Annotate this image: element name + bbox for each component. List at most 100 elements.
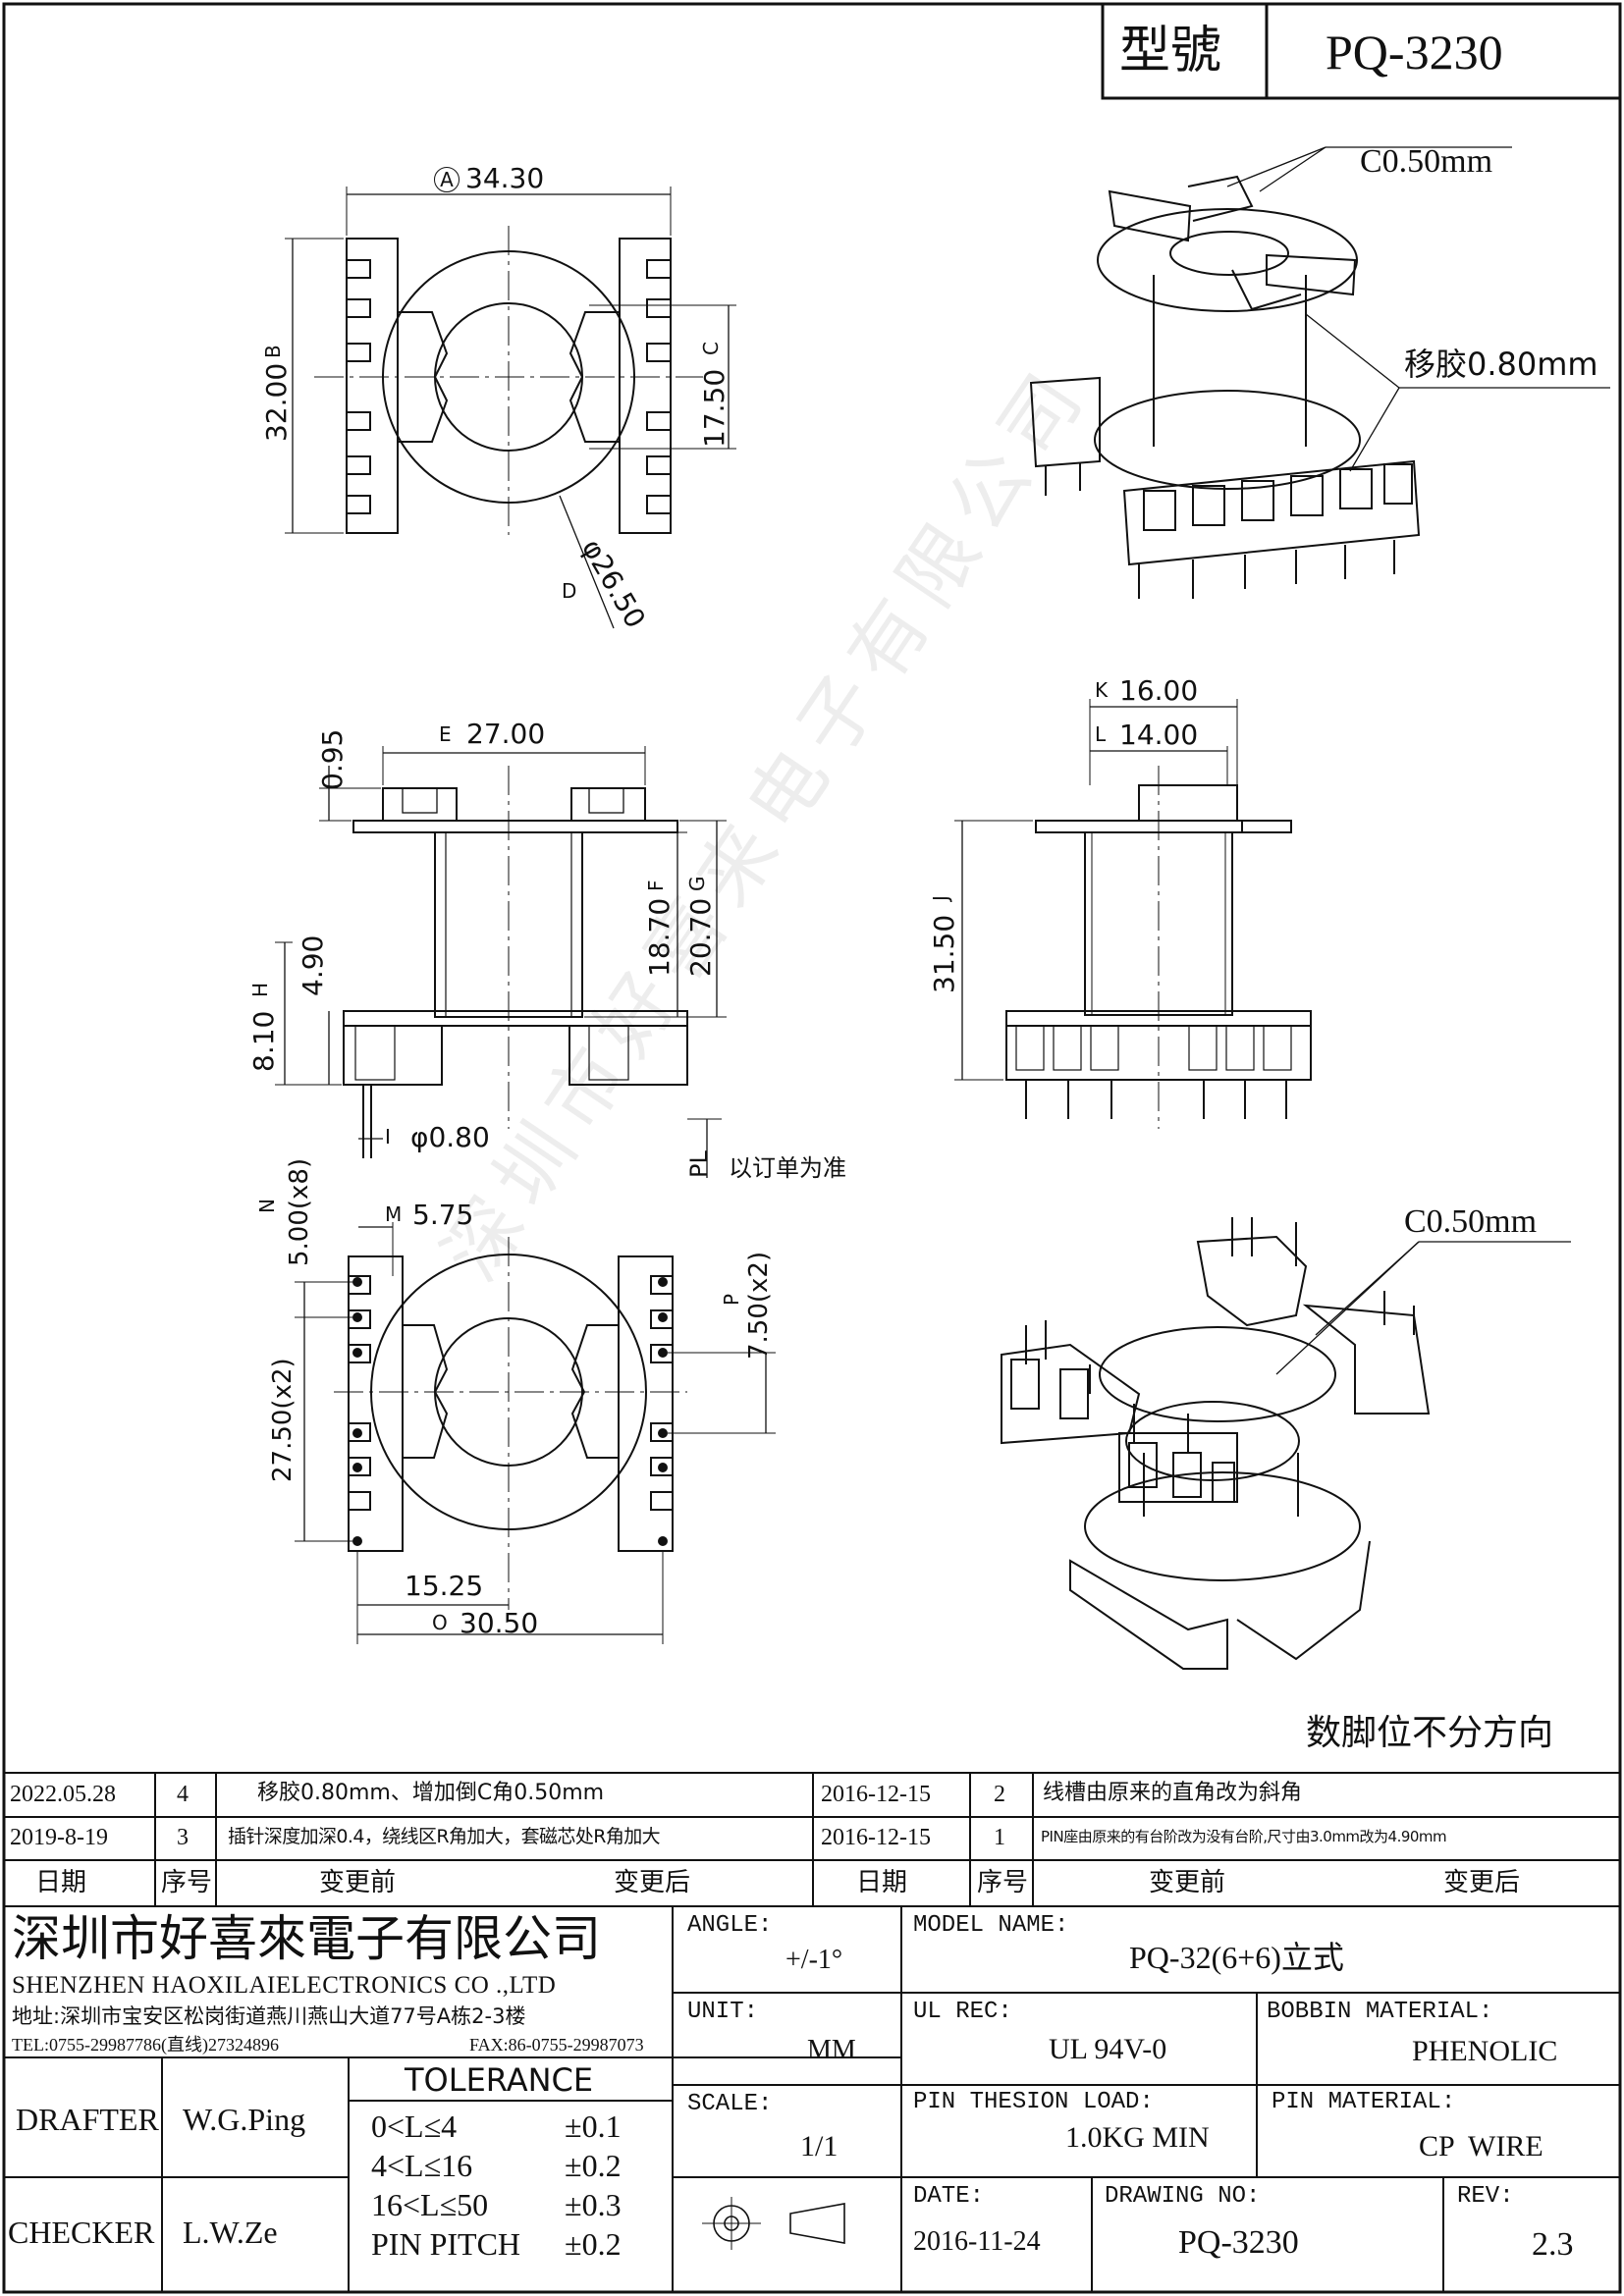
- header-model: PQ-3230: [1326, 25, 1503, 80]
- dim-1525: 15.25: [405, 1570, 484, 1602]
- dim-p: 7.50(x2): [744, 1251, 774, 1360]
- model-label: MODEL NAME:: [913, 1912, 1069, 1939]
- rev-left-2-text: 插针深度加深0.4，绕线区R角加大，套磁芯处R角加大: [228, 1826, 661, 1847]
- rev-right-2-date: 2016-12-15: [821, 1825, 931, 1850]
- rev-value: 2.3: [1532, 2226, 1574, 2263]
- badge-e: E: [439, 722, 452, 746]
- tol-value-1: ±0.1: [565, 2109, 622, 2144]
- dim-a: 34.30: [465, 162, 545, 194]
- scale-label: SCALE:: [687, 2091, 773, 2117]
- badge-b: B: [261, 345, 285, 358]
- badge-o: O: [432, 1611, 448, 1634]
- dim-n: 5.00(x8): [285, 1157, 314, 1266]
- pin-value: CP WIRE: [1419, 2130, 1543, 2163]
- load-value: 1.0KG MIN: [1065, 2121, 1210, 2154]
- dim-j: 31.50: [928, 914, 960, 993]
- date-label: DATE:: [913, 2183, 985, 2210]
- badge-i: I: [385, 1125, 391, 1148]
- dim-c: 17.50: [698, 368, 731, 448]
- drawing-value: PQ-3230: [1178, 2224, 1299, 2261]
- projection-symbol-icon: [702, 2197, 845, 2250]
- badge-a: A: [434, 167, 460, 192]
- rev-left-1-text: 移胶0.80mm、增加倒C角0.50mm: [257, 1781, 605, 1805]
- tolerance-title: TOLERANCE: [405, 2061, 594, 2099]
- rev-right-2-text: PIN座由原来的有台阶改为没有台阶,尺寸由3.0mm改为4.90mm: [1041, 1828, 1447, 1845]
- company-address: 地址:深圳市宝安区松岗街道燕川燕山大道77号A栋2-3楼: [12, 2004, 526, 2028]
- tol-range-4: PIN PITCH: [371, 2226, 521, 2262]
- tol-value-4: ±0.2: [565, 2226, 622, 2262]
- tol-value-3: ±0.3: [565, 2187, 622, 2222]
- header-label: 型號: [1119, 22, 1222, 80]
- rev-left-2-date: 2019-8-19: [10, 1825, 108, 1850]
- dim-k: 16.00: [1119, 674, 1199, 707]
- pl-note: 以订单为准: [729, 1154, 846, 1182]
- tol-range-3: 16<L≤50: [371, 2187, 489, 2222]
- badge-h: H: [248, 982, 272, 997]
- checker-label: CHECKER: [8, 2215, 155, 2250]
- badge-n: N: [255, 1199, 279, 1213]
- dim-490: 4.90: [297, 934, 329, 996]
- iso-top-outline: [1029, 146, 1610, 599]
- dim-e: 27.00: [466, 718, 546, 750]
- company-name-cn: 深圳市好喜來電子有限公司: [12, 1910, 601, 1967]
- drafter-name: W.G.Ping: [183, 2102, 306, 2137]
- rev-left-1-date: 2022.05.28: [10, 1782, 116, 1807]
- rev-right-1-date: 2016-12-15: [821, 1782, 931, 1807]
- rev-header-no-left: 序号: [161, 1868, 213, 1897]
- drawing-label: DRAWING NO:: [1105, 2183, 1261, 2210]
- dim-h: 8.10: [247, 1010, 280, 1072]
- dim-o: 30.50: [460, 1607, 539, 1639]
- badge-g: G: [685, 876, 709, 892]
- tol-value-2: ±0.2: [565, 2148, 622, 2183]
- badge-j: J: [929, 895, 952, 901]
- angle-label: ANGLE:: [687, 1912, 773, 1939]
- checker-name: L.W.Ze: [183, 2215, 278, 2250]
- dim-i: φ0.80: [410, 1121, 490, 1153]
- drafter-label: DRAFTER: [16, 2102, 159, 2137]
- dim-m: 5.75: [412, 1199, 474, 1231]
- rev-header-after-left: 变更后: [614, 1868, 691, 1897]
- rev-header-before-right: 变更前: [1149, 1868, 1226, 1897]
- ul-value: UL 94V-0: [1049, 2033, 1167, 2065]
- tol-range-2: 4<L≤16: [371, 2148, 473, 2183]
- unit-label: UNIT:: [687, 1999, 759, 2025]
- front-view-outline: [275, 746, 727, 1178]
- rev-right-1-text: 线槽由原来的直角改为斜角: [1043, 1781, 1303, 1805]
- badge-f: F: [644, 880, 668, 891]
- rev-left-2-no: 3: [177, 1825, 189, 1850]
- company-name-en: SHENZHEN HAOXILAIELECTRONICS CO .,LTD: [12, 1972, 557, 1999]
- badge-p: P: [720, 1293, 743, 1306]
- load-label: PIN THESION LOAD:: [913, 2089, 1154, 2115]
- rev-header-before-left: 变更前: [319, 1868, 397, 1897]
- dim-l: 14.00: [1119, 719, 1199, 751]
- date-value: 2016-11-24: [913, 2226, 1041, 2257]
- unit-value: MM: [807, 2035, 856, 2065]
- pl-label: PL: [685, 1150, 713, 1178]
- dim-f: 18.70: [643, 897, 676, 977]
- dim-g: 20.70: [684, 897, 717, 977]
- rev-right-1-no: 2: [994, 1782, 1005, 1807]
- angle-value: +/-1°: [785, 1945, 843, 1975]
- rev-header-date-right: 日期: [856, 1868, 908, 1897]
- badge-c: C: [699, 342, 723, 355]
- badge-d: D: [562, 579, 577, 603]
- top-view-outline: [285, 187, 736, 629]
- dim-b: 32.00: [260, 362, 293, 442]
- pin-label: PIN MATERIAL:: [1272, 2089, 1456, 2115]
- rev-right-2-no: 1: [994, 1825, 1005, 1850]
- ul-label: UL REC:: [913, 1999, 1012, 2025]
- dim-2750: 27.50(x2): [268, 1358, 298, 1482]
- company-tel: TEL:0755-29987786(直线)27324896: [12, 2035, 279, 2055]
- iso-top-chamfer: C0.50mm: [1360, 143, 1493, 180]
- company-fax: FAX:86-0755-29987073: [469, 2035, 644, 2055]
- model-value: PQ-32(6+6)立式: [1129, 1940, 1344, 1975]
- iso-bottom-chamfer: C0.50mm: [1404, 1203, 1538, 1240]
- pin-direction-note: 数脚位不分方向: [1306, 1713, 1554, 1753]
- dim-095: 0.95: [316, 728, 349, 790]
- badge-k: K: [1095, 678, 1109, 702]
- badge-m: M: [385, 1202, 403, 1226]
- rev-label: REV:: [1457, 2183, 1514, 2210]
- badge-l: L: [1095, 722, 1107, 746]
- side-view-outline: [954, 699, 1312, 1129]
